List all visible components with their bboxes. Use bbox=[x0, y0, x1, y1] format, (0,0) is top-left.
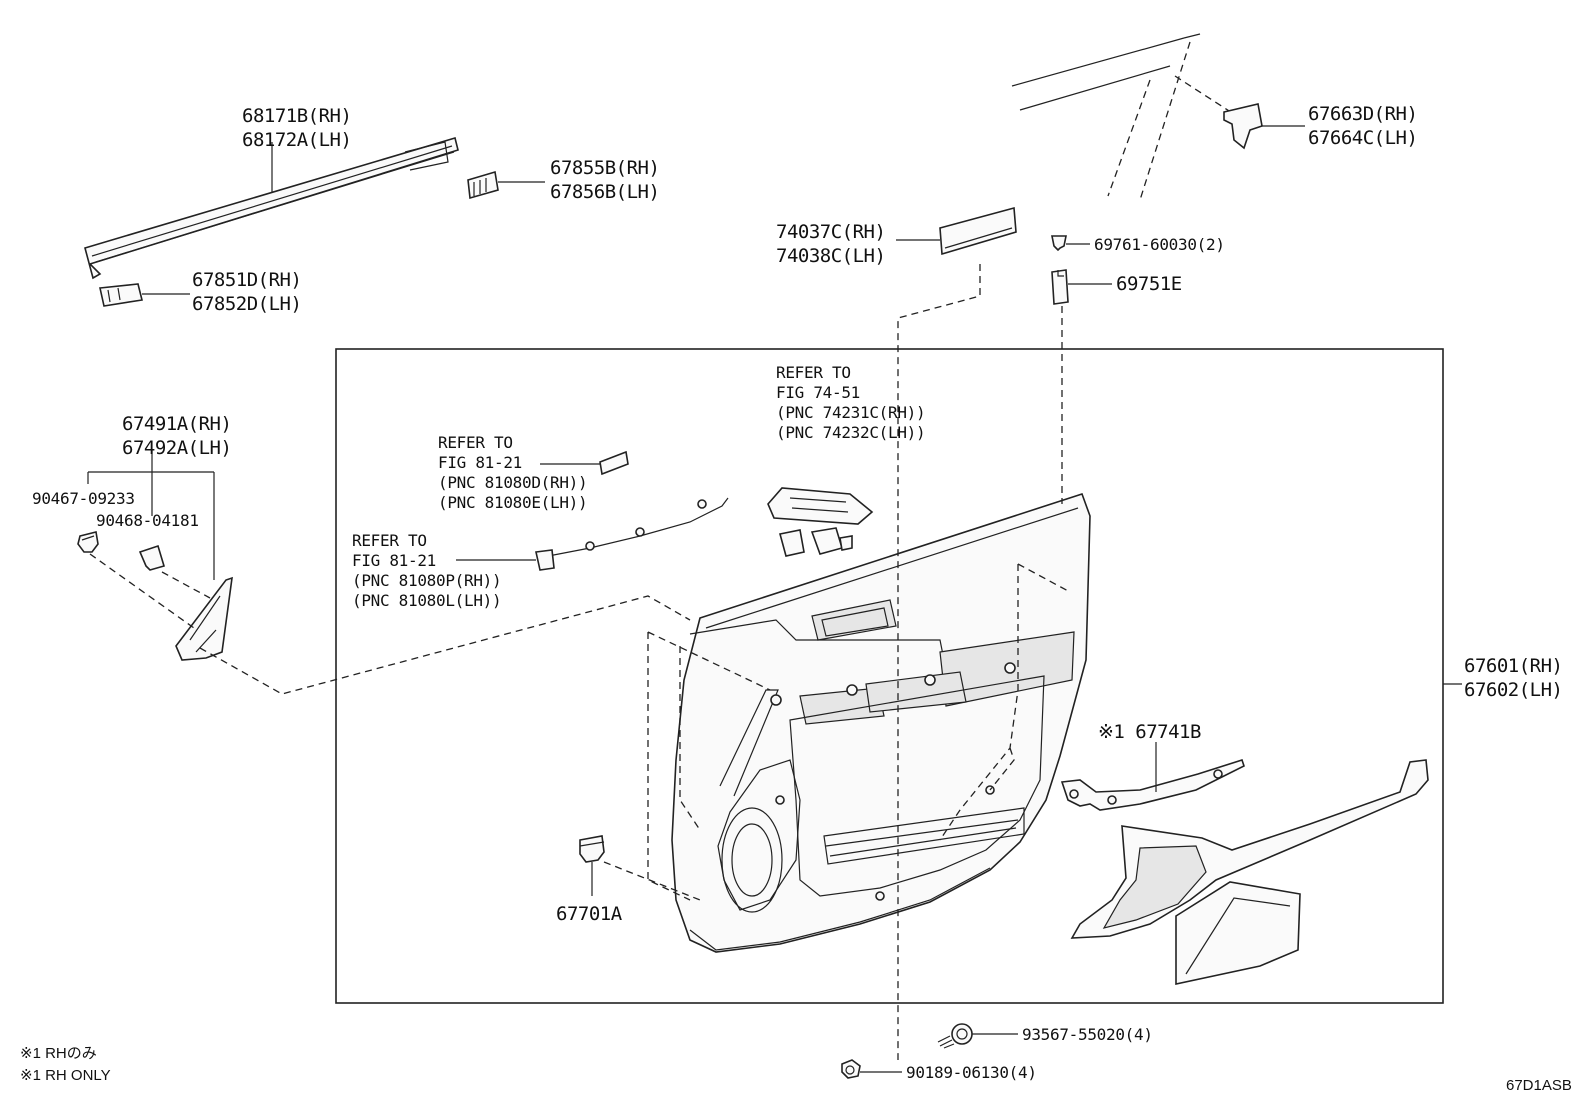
label-67491-rh: 67491A(RH) bbox=[122, 413, 231, 435]
armrest-trim-part bbox=[1070, 759, 1429, 985]
guide-67701 bbox=[603, 861, 701, 901]
ref-81a-line4: (PNC 81080E(LH)) bbox=[438, 493, 587, 512]
clip-69761-part bbox=[1051, 235, 1067, 252]
ref-81a-line1: REFER TO bbox=[438, 433, 513, 452]
ref-81b-line3: (PNC 81080P(RH)) bbox=[352, 571, 501, 590]
belt-moulding-part bbox=[84, 136, 459, 280]
ref-74-line3: (PNC 74231C(RH)) bbox=[776, 403, 925, 422]
label-67856-lh: 67856B(LH) bbox=[550, 181, 659, 203]
label-67664-lh: 67664C(LH) bbox=[1308, 127, 1417, 149]
label-74037-rh: 74037C(RH) bbox=[776, 221, 885, 243]
guide-frame-right bbox=[939, 563, 1071, 841]
harness-81080p-part bbox=[456, 497, 729, 571]
triangle-trim-67491-part bbox=[175, 576, 233, 661]
assembly-box bbox=[335, 348, 1444, 1004]
reference-81-21-b: REFER TO FIG 81-21 (PNC 81080P(RH)) (PNC… bbox=[352, 531, 502, 610]
label-67855-rh: 67855B(RH) bbox=[550, 157, 659, 179]
label-67601-rh: 67601(RH) bbox=[1464, 655, 1562, 677]
guide-67491-1 bbox=[89, 553, 195, 629]
guide-main-vertical bbox=[897, 264, 981, 1060]
guide-frame-mid bbox=[679, 646, 701, 831]
harness-81080d-part bbox=[540, 450, 629, 476]
label-67602-lh: 67602(LH) bbox=[1464, 679, 1562, 701]
ref-74-line4: (PNC 74232C(LH)) bbox=[776, 423, 925, 442]
figure-code: 67D1ASB bbox=[1506, 1077, 1572, 1094]
label-68171-rh: 68171B(RH) bbox=[242, 105, 351, 127]
reference-74-51: REFER TO FIG 74-51 (PNC 74231C(RH)) (PNC… bbox=[776, 363, 926, 442]
switch-74231-part bbox=[767, 487, 874, 557]
clip-90468-part bbox=[138, 544, 165, 571]
leader-67491 bbox=[87, 450, 215, 580]
bracket-67741-part bbox=[1060, 758, 1245, 811]
ref-74-line1: REFER TO bbox=[776, 363, 851, 382]
ref-81b-line4: (PNC 81080L(LH)) bbox=[352, 591, 501, 610]
label-90467: 90467-09233 bbox=[32, 489, 135, 508]
pad-69751-part bbox=[1051, 269, 1069, 305]
nut-90189-part bbox=[841, 1059, 861, 1079]
label-69761: 69761-60030(2) bbox=[1094, 235, 1225, 254]
cover-74037-part bbox=[939, 206, 1017, 256]
guide-frame-left bbox=[647, 631, 771, 901]
label-67663-rh: 67663D(RH) bbox=[1308, 103, 1417, 125]
label-90189: 90189-06130(4) bbox=[906, 1063, 1037, 1082]
label-67851-rh: 67851D(RH) bbox=[192, 269, 301, 291]
label-69751: 69751E bbox=[1116, 273, 1182, 295]
label-67492-lh: 67492A(LH) bbox=[122, 437, 231, 459]
ref-74-line2: FIG 74-51 bbox=[776, 383, 860, 402]
guide-67491-2 bbox=[161, 571, 211, 599]
ref-81a-line2: FIG 81-21 bbox=[438, 453, 522, 472]
screw-93567-part bbox=[937, 1023, 973, 1049]
label-93567: 93567-55020(4) bbox=[1022, 1025, 1153, 1044]
label-67741: ※1 67741B bbox=[1098, 721, 1201, 743]
guide-67491-3 bbox=[199, 595, 691, 695]
window-frame-drawing bbox=[1011, 33, 1241, 201]
footnote-en: ※1 RH ONLY bbox=[20, 1067, 111, 1084]
label-90468: 90468-04181 bbox=[96, 511, 199, 530]
clip-67701-part bbox=[579, 835, 605, 863]
corner-piece-67663-part bbox=[1223, 103, 1263, 150]
clip-67855-part bbox=[467, 170, 499, 200]
ref-81b-line2: FIG 81-21 bbox=[352, 551, 436, 570]
reference-81-21-a: REFER TO FIG 81-21 (PNC 81080D(RH)) (PNC… bbox=[438, 433, 588, 512]
ref-81a-line3: (PNC 81080D(RH)) bbox=[438, 473, 587, 492]
footnote-jp: ※1 RHのみ bbox=[20, 1045, 97, 1062]
label-74038-lh: 74038C(LH) bbox=[776, 245, 885, 267]
ref-81b-line1: REFER TO bbox=[352, 531, 427, 550]
clip-67851-part bbox=[99, 283, 143, 307]
door-trim-panel-part bbox=[671, 493, 1091, 953]
label-68172-lh: 68172A(LH) bbox=[242, 129, 351, 151]
label-67852-lh: 67852D(LH) bbox=[192, 293, 301, 315]
label-67701: 67701A bbox=[556, 903, 623, 925]
clip-90467-part bbox=[77, 531, 99, 553]
